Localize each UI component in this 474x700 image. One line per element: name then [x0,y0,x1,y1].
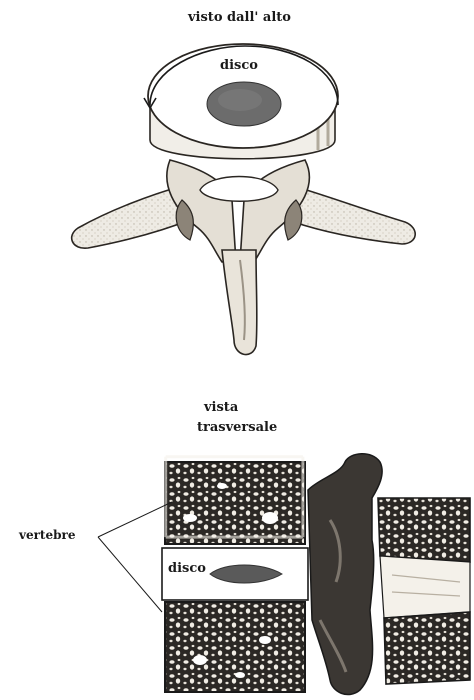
posterior-elements [308,454,382,695]
top-view-title: visto dall' alto [188,9,291,26]
vertebrae-label: vertebre [19,527,75,544]
side-disc-label: disco [168,560,206,577]
adjacent-vertebra-lower [384,612,470,684]
adjacent-vertebra-upper [378,498,470,562]
side-view-title-line1: vista [204,399,238,416]
spinous-process [222,250,257,355]
lower-vertebral-body [165,602,305,692]
adjacent-disc [380,556,470,618]
side-view-title-line2: trasversale [197,419,277,436]
vertebre-pointer-upper [98,502,172,537]
top-disc-label: disco [220,57,258,74]
vertebre-pointer-lower [98,537,162,612]
upper-vertebral-body [165,462,305,544]
